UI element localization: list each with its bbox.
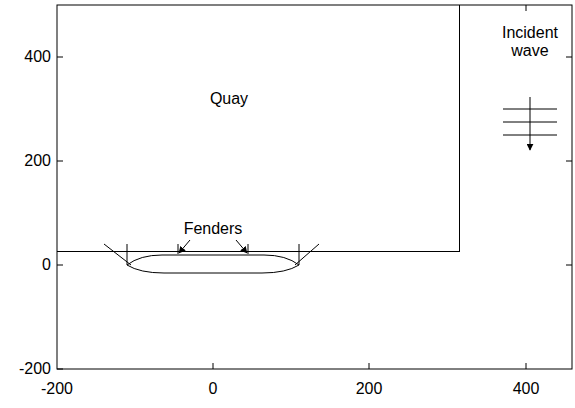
axis-tick-label: 0	[209, 380, 218, 398]
wave-crests	[503, 97, 557, 150]
tick-marks	[57, 5, 572, 369]
axis-tick-label: 0	[42, 256, 51, 274]
wave-label: Incident wave	[495, 24, 565, 61]
fender-marks	[104, 244, 319, 265]
axis-tick-label: 400	[513, 380, 540, 398]
axis-tick-label: -200	[19, 360, 51, 378]
callout-label: Fenders	[184, 220, 243, 238]
axis-tick-label: 400	[24, 48, 51, 66]
ship-hull	[127, 255, 299, 273]
plot-frame	[57, 5, 572, 369]
axis-tick-label: 200	[356, 380, 383, 398]
region-label: Quay	[210, 90, 248, 108]
axis-tick-label: -200	[41, 380, 73, 398]
axis-tick-label: 200	[24, 152, 51, 170]
quay-region: Quay	[57, 5, 460, 252]
